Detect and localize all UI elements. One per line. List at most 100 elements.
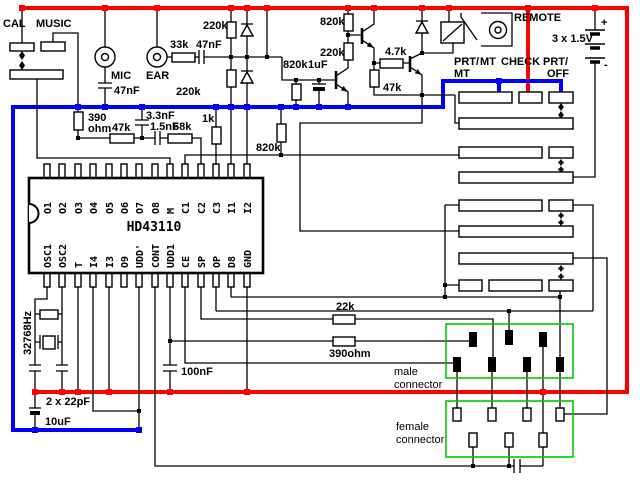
contact-row2 bbox=[458, 117, 574, 130]
capacitor-output bbox=[513, 459, 521, 473]
capacitor-22pF-b bbox=[56, 364, 68, 372]
resistor-220k-bottom bbox=[226, 69, 237, 88]
female-connector bbox=[445, 400, 574, 458]
svg-text:OSC2: OSC2 bbox=[58, 244, 69, 268]
resistor-390ohm bbox=[332, 336, 356, 347]
cal-switch-bottom bbox=[9, 69, 64, 80]
positive-rail bbox=[20, 6, 629, 394]
female-connector-label-2: connector bbox=[396, 434, 445, 446]
svg-text:C1: C1 bbox=[181, 202, 192, 214]
capacitor-100nF bbox=[163, 364, 177, 372]
diode-relay bbox=[414, 20, 430, 34]
r47k-drv-label: 47k bbox=[383, 82, 402, 94]
ic-bottom-pin-labels: OSC1 OSC2 T I4 I3 O9 UDD' CONT UDD1 CE S… bbox=[43, 244, 254, 268]
svg-text:O8: O8 bbox=[151, 202, 162, 214]
svg-text:CONT: CONT bbox=[151, 244, 162, 268]
ic-notch bbox=[28, 203, 40, 224]
r68k-label: 68k bbox=[173, 121, 192, 133]
r4k7-label: 4.7k bbox=[385, 46, 407, 58]
r22k-label: 22k bbox=[336, 301, 355, 313]
r220k-top-label: 220k bbox=[203, 20, 228, 32]
c3n3-label: 3.3nF bbox=[146, 110, 175, 122]
svg-text:O5: O5 bbox=[105, 202, 116, 214]
svg-text:CE: CE bbox=[181, 256, 192, 268]
male-connector-label-2: connector bbox=[394, 379, 443, 391]
svg-text:O9: O9 bbox=[120, 256, 131, 268]
resistor-4k7 bbox=[379, 58, 404, 69]
contact-mt bbox=[518, 91, 543, 104]
c10uF-label: 10uF bbox=[45, 416, 71, 428]
capacitor-10uF bbox=[29, 407, 41, 415]
svg-text:UDD1: UDD1 bbox=[166, 244, 177, 268]
crystal-32768Hz bbox=[39, 335, 59, 350]
male-connector bbox=[445, 323, 574, 379]
wire-junctions bbox=[76, 33, 562, 468]
contact-row7 bbox=[458, 252, 574, 265]
c22pF-label: 2 x 22pF bbox=[46, 396, 90, 408]
transistor-3 bbox=[408, 56, 422, 75]
ear-jack bbox=[146, 46, 168, 68]
svg-text:SP: SP bbox=[197, 256, 208, 268]
contact-row8a bbox=[458, 279, 483, 292]
sw1-label-1: PRT/ bbox=[454, 56, 479, 68]
svg-text:M: M bbox=[166, 208, 177, 214]
r33k-label: 33k bbox=[170, 39, 189, 51]
svg-text:I4: I4 bbox=[89, 256, 100, 268]
svg-text:GND: GND bbox=[243, 250, 254, 268]
resistor-820k-c1 bbox=[276, 123, 287, 143]
contact-prt-mt bbox=[458, 91, 513, 104]
resistor-47k-input bbox=[109, 133, 135, 144]
contact-row6 bbox=[458, 225, 574, 238]
c1uF-label: 1uF bbox=[308, 59, 328, 71]
mic-jack bbox=[94, 46, 116, 68]
battery-value: 3 x 1.5V bbox=[552, 33, 594, 45]
c100nF-label: 100nF bbox=[181, 366, 213, 378]
male-connector-label-1: male bbox=[394, 366, 418, 378]
capacitor-1uF bbox=[312, 83, 326, 91]
labels: CAL MUSIC MIC 47nF EAR 33k 47nF 220k 220… bbox=[3, 12, 608, 446]
svg-text:O3: O3 bbox=[74, 202, 85, 214]
cap-mic-label: 47nF bbox=[114, 85, 140, 97]
resistor-390ohm-music bbox=[73, 111, 84, 131]
contact-row5b bbox=[548, 199, 574, 212]
transistor-1 bbox=[334, 71, 348, 92]
contact-prt-off bbox=[548, 91, 574, 104]
svg-text:OP: OP bbox=[212, 256, 223, 268]
capacitor-mic-47nF bbox=[98, 82, 112, 89]
resistor-220k-driver bbox=[343, 42, 354, 61]
svg-text:C2: C2 bbox=[197, 202, 208, 214]
battery-minus: - bbox=[604, 59, 608, 71]
svg-text:O2: O2 bbox=[58, 202, 69, 214]
switch-bank bbox=[458, 91, 574, 292]
r47k-in-label: 47k bbox=[112, 122, 131, 134]
r390ohm-label: 390ohm bbox=[329, 348, 371, 360]
crystal-label: 32768Hz bbox=[22, 310, 34, 355]
resistor-33k bbox=[171, 52, 196, 63]
sw4-label-2: OFF bbox=[547, 68, 569, 80]
r1k-label: 1k bbox=[202, 113, 215, 125]
remote-jack bbox=[488, 20, 508, 40]
mic-label: MIC bbox=[111, 70, 131, 82]
remote-label: REMOTE bbox=[514, 12, 561, 24]
cap-ear-label: 47nF bbox=[196, 39, 222, 51]
music-label: MUSIC bbox=[36, 18, 72, 30]
diode-2 bbox=[239, 70, 255, 84]
ground-rail-junctions bbox=[32, 78, 502, 433]
capacitor-ear-47nF bbox=[198, 50, 205, 64]
resistor-22k bbox=[332, 314, 356, 325]
svg-text:D8: D8 bbox=[227, 256, 238, 268]
ear-label: EAR bbox=[146, 70, 169, 82]
contact-row4 bbox=[458, 171, 574, 184]
contact-row8b bbox=[488, 279, 543, 292]
svg-text:I2: I2 bbox=[243, 202, 254, 214]
contact-row8c bbox=[548, 279, 574, 292]
svg-text:I1: I1 bbox=[227, 202, 238, 214]
cal-label: CAL bbox=[3, 18, 26, 30]
svg-text:UDD': UDD' bbox=[135, 244, 146, 268]
r390-label-1: 390 bbox=[88, 112, 106, 124]
r820k-c1-label: 820k bbox=[256, 142, 281, 154]
svg-text:C3: C3 bbox=[212, 202, 223, 214]
svg-text:O7: O7 bbox=[135, 202, 146, 214]
svg-text:O6: O6 bbox=[120, 202, 131, 214]
